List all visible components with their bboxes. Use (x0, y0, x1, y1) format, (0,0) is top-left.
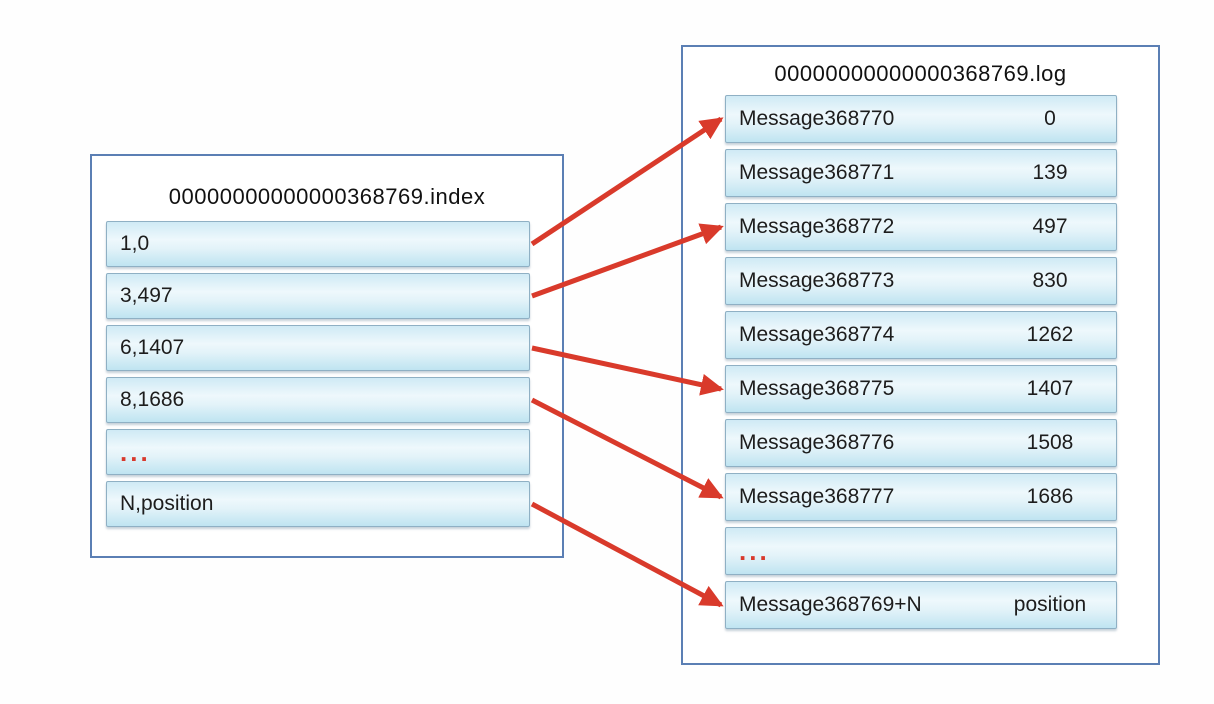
index-row-label: N,position (120, 492, 214, 515)
log-row-label: Message368775 (739, 377, 895, 400)
log-row: Message368771 139 (725, 149, 1117, 197)
log-row: Message368773 830 (725, 257, 1117, 305)
log-row-position: 0 (1044, 107, 1056, 130)
index-row-label: ... (120, 437, 151, 467)
log-row: Message368770 0 (725, 95, 1117, 143)
log-row-position: 1508 (1026, 431, 1074, 454)
log-row: Message368776 1508 (725, 419, 1117, 467)
log-row-label: Message368772 (739, 215, 895, 238)
log-row-position: 139 (1032, 161, 1068, 184)
index-row: 6,1407 (106, 325, 530, 371)
index-row: N,position (106, 481, 530, 527)
log-row-position: 830 (1032, 269, 1068, 292)
log-row: Message368775 1407 (725, 365, 1117, 413)
log-row-label: Message368771 (739, 161, 895, 184)
index-rows-list: 1,0 3,497 6,1407 8,1686... N,position (106, 221, 530, 527)
log-row: ... (725, 527, 1117, 575)
log-row-label: ... (739, 536, 770, 566)
log-row-label: Message368769+N (739, 593, 922, 616)
log-row-position: 1686 (1026, 485, 1074, 508)
log-row-label: Message368776 (739, 431, 895, 454)
index-file-box: 00000000000000368769.index 1,0 3,497 6,140… (90, 154, 564, 558)
index-row-label: 8,1686 (120, 388, 185, 411)
log-row: Message368769+N position (725, 581, 1117, 629)
log-row-label: Message368777 (739, 485, 895, 508)
index-row: 3,497 (106, 273, 530, 319)
index-row: 8,1686 (106, 377, 530, 423)
index-row-label: 1,0 (120, 232, 150, 255)
index-file-title: 00000000000000368769.index (168, 184, 486, 209)
index-row: ... (106, 429, 530, 475)
index-row-label: 3,497 (120, 284, 173, 307)
log-file-title: 00000000000000368769.log (774, 61, 1067, 86)
log-row-position: 497 (1032, 215, 1068, 238)
index-row: 1,0 (106, 221, 530, 267)
log-row-position: 1262 (1026, 323, 1074, 346)
log-row: Message368777 1686 (725, 473, 1117, 521)
log-row-label: Message368773 (739, 269, 895, 292)
index-row-label: 6,1407 (120, 336, 185, 359)
log-row: Message368774 1262 (725, 311, 1117, 359)
log-row-label: Message368774 (739, 323, 895, 346)
log-row-position: 1407 (1026, 377, 1074, 400)
log-row: Message368772 497 (725, 203, 1117, 251)
log-row-label: Message368770 (739, 107, 895, 130)
log-row-position: position (1013, 593, 1087, 616)
